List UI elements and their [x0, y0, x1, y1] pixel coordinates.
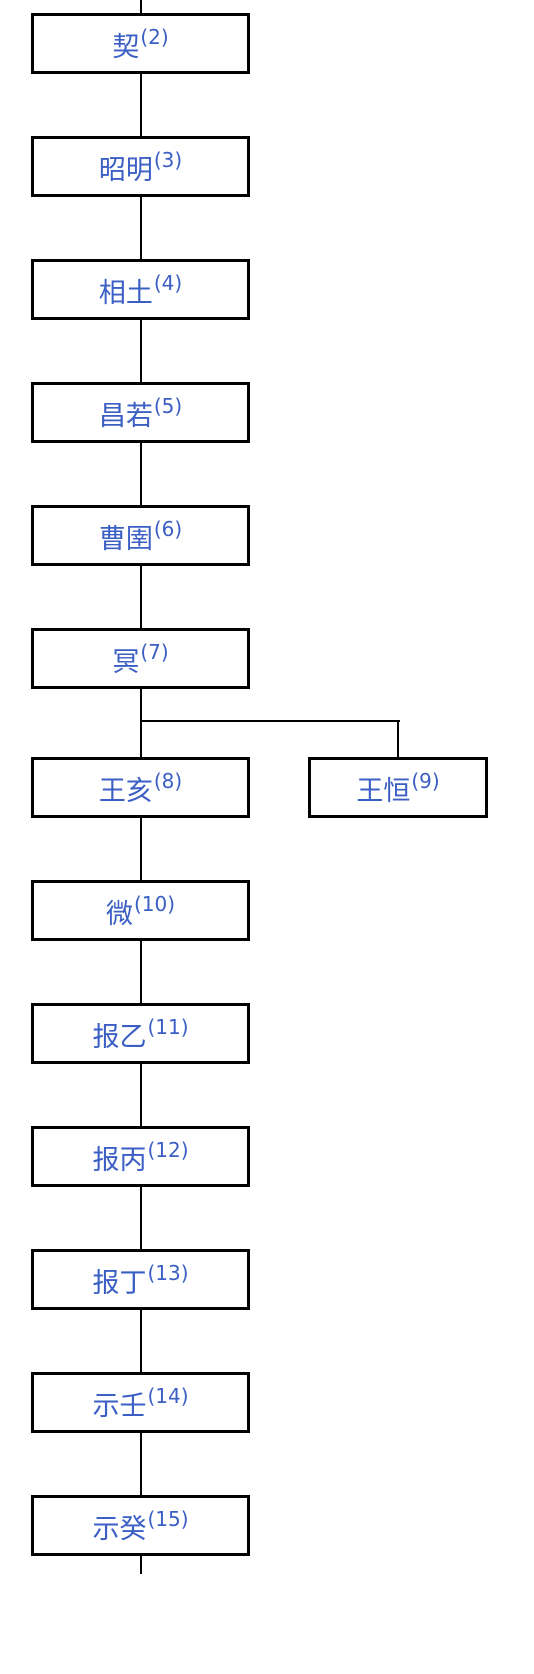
node-link-xiangtu[interactable]: 相土(4)	[99, 273, 182, 307]
node-changruo: 昌若(5)	[31, 382, 250, 443]
node-caoyu: 曹圉(6)	[31, 505, 250, 566]
connector-4-5	[140, 319, 142, 383]
node-name: 报丙	[92, 1144, 147, 1176]
node-link-caoyu[interactable]: 曹圉(6)	[99, 519, 182, 553]
connector-branch-horizontal	[140, 720, 400, 722]
node-link-wei[interactable]: 微(10)	[106, 894, 175, 928]
connector-14-15	[140, 1432, 142, 1496]
node-name: 示壬	[92, 1390, 147, 1422]
node-link-baoding[interactable]: 报丁(13)	[92, 1263, 188, 1297]
connector-2-3	[140, 73, 142, 137]
node-baoyi: 报乙(11)	[31, 1003, 250, 1064]
node-number: (5)	[153, 393, 183, 418]
connector-branch-9	[397, 720, 399, 758]
node-number: (10)	[133, 891, 176, 916]
node-number: (12)	[147, 1137, 189, 1162]
node-number: (15)	[147, 1506, 189, 1531]
node-name: 微	[105, 898, 133, 930]
node-name: 契	[112, 31, 140, 63]
node-number: (9)	[411, 768, 440, 793]
node-name: 报乙	[92, 1021, 147, 1053]
node-name: 曹圉	[98, 523, 153, 555]
node-number: (11)	[147, 1014, 189, 1039]
node-number: (7)	[140, 639, 169, 664]
node-name: 冥	[112, 646, 140, 678]
node-link-qi[interactable]: 契(2)	[112, 27, 168, 61]
node-number: (13)	[147, 1260, 189, 1285]
node-number: (14)	[147, 1383, 189, 1408]
node-link-changruo[interactable]: 昌若(5)	[99, 396, 182, 430]
node-number: (8)	[153, 768, 183, 793]
connector-8-10	[140, 817, 142, 881]
connector-10-11	[140, 940, 142, 1004]
node-name: 报丁	[92, 1267, 147, 1299]
node-name: 示癸	[92, 1513, 147, 1545]
node-number: (6)	[153, 516, 183, 541]
node-name: 昭明	[98, 154, 153, 186]
node-shiren: 示壬(14)	[31, 1372, 250, 1433]
node-name: 昌若	[98, 400, 153, 432]
connector-top	[140, 0, 142, 14]
node-name: 相土	[98, 277, 153, 309]
node-zhaoming: 昭明(3)	[31, 136, 250, 197]
node-link-wanghai[interactable]: 王亥(8)	[99, 771, 182, 805]
connector-11-12	[140, 1063, 142, 1127]
node-baoding: 报丁(13)	[31, 1249, 250, 1310]
node-link-shigui[interactable]: 示癸(15)	[92, 1509, 188, 1543]
node-wangheng: 王恒(9)	[308, 757, 488, 818]
node-wei: 微(10)	[31, 880, 250, 941]
node-number: (2)	[140, 24, 169, 49]
node-xiangtu: 相土(4)	[31, 259, 250, 320]
node-link-shiren[interactable]: 示壬(14)	[92, 1386, 188, 1420]
connector-bottom	[140, 1555, 142, 1574]
node-number: (4)	[153, 270, 183, 295]
node-link-zhaoming[interactable]: 昭明(3)	[99, 150, 182, 184]
node-name: 王亥	[98, 775, 153, 807]
node-qi: 契(2)	[31, 13, 250, 74]
node-wanghai: 王亥(8)	[31, 757, 250, 818]
connector-12-13	[140, 1186, 142, 1250]
node-link-baoyi[interactable]: 报乙(11)	[92, 1017, 188, 1051]
node-ming: 冥(7)	[31, 628, 250, 689]
connector-13-14	[140, 1309, 142, 1373]
node-link-ming[interactable]: 冥(7)	[112, 642, 168, 676]
connector-5-6	[140, 442, 142, 506]
node-number: (3)	[153, 147, 183, 172]
node-name: 王恒	[356, 775, 411, 807]
node-shigui: 示癸(15)	[31, 1495, 250, 1556]
connector-7-8	[140, 688, 142, 758]
node-baobing: 报丙(12)	[31, 1126, 250, 1187]
connector-3-4	[140, 196, 142, 260]
node-link-wangheng[interactable]: 王恒(9)	[356, 771, 439, 805]
node-link-baobing[interactable]: 报丙(12)	[92, 1140, 188, 1174]
connector-6-7	[140, 565, 142, 629]
